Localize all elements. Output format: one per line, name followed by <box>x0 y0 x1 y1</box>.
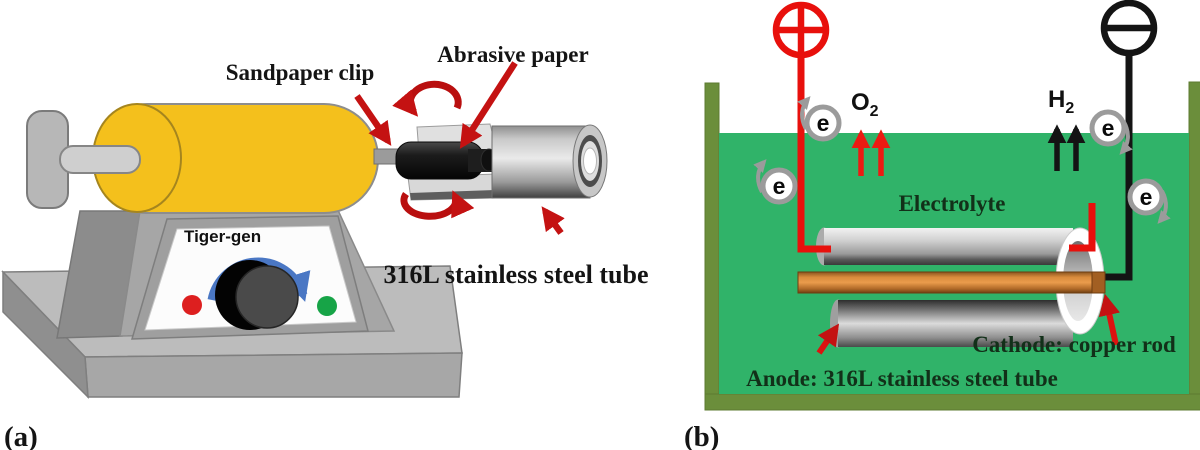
copper-rod <box>797 271 1106 294</box>
dial-knob[interactable] <box>235 265 299 329</box>
panel-a: Tiger-gen <box>1 42 649 450</box>
steel-tube-arrow <box>541 206 565 235</box>
rotation-arrow-top-icon <box>392 80 462 117</box>
electron-marker-2: e <box>797 96 842 142</box>
anode-wire-bracket <box>1069 203 1096 252</box>
o2-subscript: 2 <box>870 103 879 120</box>
electron-circle <box>804 104 842 142</box>
electron-circle <box>1127 178 1165 216</box>
positive-terminal-icon <box>772 1 830 59</box>
indicator-red-dot <box>182 295 202 315</box>
electron-label: e <box>773 173 786 199</box>
electron-label: e <box>1102 115 1115 141</box>
beaker-wall-right <box>1188 81 1200 411</box>
sandpaper-clip-label: Sandpaper clip <box>226 60 375 85</box>
panel-b-tag: (b) <box>684 421 719 450</box>
left-shaft <box>59 145 141 174</box>
anode-tube <box>816 227 1105 348</box>
beaker-bottom <box>704 393 1200 411</box>
device-name-label: Tiger-gen <box>184 227 261 246</box>
h2-subscript: 2 <box>1065 100 1074 117</box>
electron-flow-up-arrow <box>753 159 767 193</box>
electron-label: e <box>817 110 830 136</box>
electron-label: e <box>1140 184 1153 210</box>
h2-label: H2 <box>1048 86 1074 117</box>
electron-marker-3: e <box>1089 109 1133 155</box>
base-left-face <box>2 270 89 399</box>
anode-label: Anode: 316L stainless steel tube <box>746 366 1058 391</box>
cathode-arrow <box>1098 293 1120 346</box>
negative-terminal-icon <box>1100 0 1158 57</box>
anode-arrow <box>816 323 840 355</box>
electron-circle <box>1089 109 1127 147</box>
panel-b: O2 H2 Electrolyte <box>684 0 1200 450</box>
electrolyte-label: Electrolyte <box>899 191 1006 216</box>
control-panel: Tiger-gen <box>130 215 369 340</box>
electron-marker-1: e <box>753 159 798 205</box>
steel-tube-a <box>491 124 608 199</box>
h2-symbol: H <box>1048 86 1065 113</box>
rotation-arrow-bottom-icon <box>400 190 475 220</box>
electron-flow-up-arrow <box>797 96 811 130</box>
tube-end-bore <box>583 147 597 175</box>
sandpaper-clip-arrow <box>354 94 392 146</box>
cathode-rod <box>797 271 1106 294</box>
o2-label: O2 <box>851 89 879 120</box>
abrasive-paper-label: Abrasive paper <box>437 42 588 67</box>
indicator-green-dot <box>317 296 337 316</box>
electron-marker-4: e <box>1127 178 1171 224</box>
steel-tube-label: 316L stainless steel tube <box>383 260 648 289</box>
tube-bottom-half <box>838 300 1073 347</box>
electron-circle <box>760 167 798 205</box>
abrasive-paper-arrow <box>459 61 518 149</box>
cathode-label: Cathode: copper rod <box>972 332 1176 357</box>
oxygen-evolution: O2 <box>851 89 891 176</box>
base-front-face <box>84 352 463 398</box>
copper-rod-end <box>1091 271 1106 294</box>
hydrogen-evolution: H2 <box>1047 86 1086 171</box>
tube-top-half <box>824 228 1073 265</box>
o2-symbol: O <box>851 89 870 116</box>
panel-a-tag: (a) <box>4 421 38 450</box>
beaker-wall-left <box>704 82 720 411</box>
cathode-wire <box>1105 54 1133 281</box>
